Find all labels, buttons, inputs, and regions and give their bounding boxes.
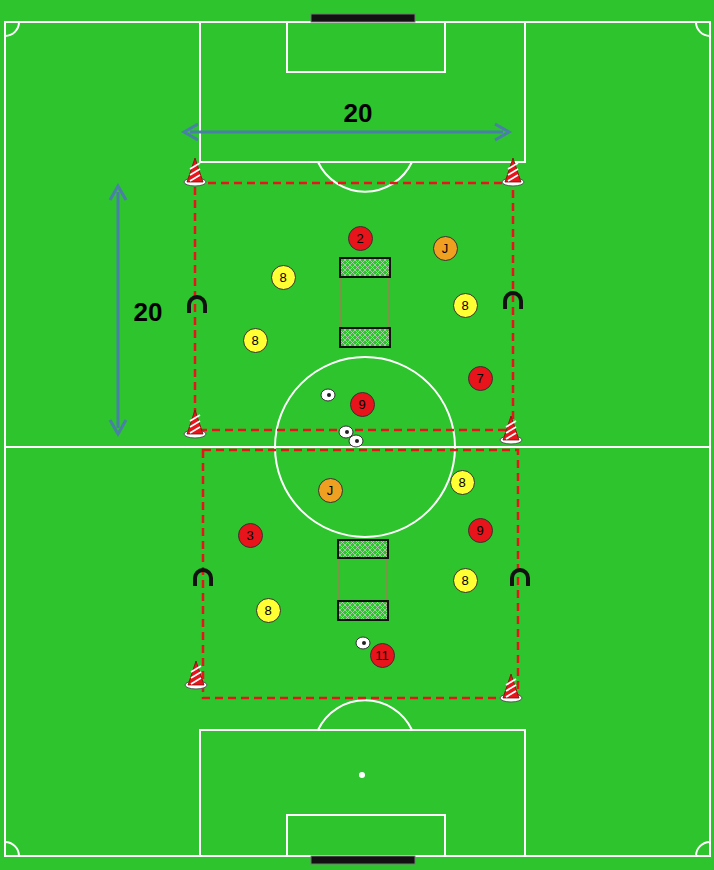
- player-number: 9: [476, 524, 483, 537]
- player-number: 8: [251, 334, 258, 347]
- markers: [189, 293, 528, 586]
- player-number: 3: [246, 529, 253, 542]
- player-circle: 3: [238, 523, 263, 548]
- player-number: J: [327, 484, 334, 497]
- mini-goal-posts: [339, 268, 389, 610]
- player-number: 7: [476, 372, 483, 385]
- player-number: 8: [264, 604, 271, 617]
- marker-arch: [195, 570, 211, 586]
- balls: [321, 389, 370, 649]
- ball: [339, 426, 353, 438]
- player-number: 8: [458, 476, 465, 489]
- cone: [500, 674, 522, 702]
- ball: [356, 637, 370, 649]
- goal: [311, 14, 415, 22]
- penalty-spot: [359, 772, 365, 778]
- player-circle: 8: [450, 470, 475, 495]
- player-number: 9: [358, 398, 365, 411]
- cone: [184, 158, 206, 186]
- player-circle: 8: [271, 265, 296, 290]
- player-number: 2: [356, 232, 363, 245]
- player-number: 11: [375, 649, 389, 662]
- marker-arch: [512, 570, 528, 586]
- player-circle: 8: [243, 328, 268, 353]
- player-circle: 8: [453, 293, 478, 318]
- cone: [500, 416, 522, 444]
- ball: [321, 389, 335, 401]
- player-circle: 9: [350, 392, 375, 417]
- cones: [184, 158, 524, 702]
- cone: [502, 158, 524, 186]
- ball: [349, 435, 363, 447]
- player-circle: J: [318, 478, 343, 503]
- marker-arch: [189, 297, 205, 313]
- player-number: 8: [461, 574, 468, 587]
- pitch-lines: [5, 22, 710, 856]
- cone: [184, 410, 206, 438]
- player-circle: 11: [370, 643, 395, 668]
- mini-goal: [338, 258, 390, 620]
- grid-area: [195, 183, 518, 698]
- player-circle: 8: [453, 568, 478, 593]
- dimension-label: 20: [134, 299, 163, 325]
- player-number: 8: [279, 271, 286, 284]
- player-circle: 7: [468, 366, 493, 391]
- cone: [185, 661, 207, 689]
- goal: [311, 856, 415, 864]
- marker-arch: [505, 293, 521, 309]
- player-circle: 8: [256, 598, 281, 623]
- player-circle: 2: [348, 226, 373, 251]
- player-circle: 9: [468, 518, 493, 543]
- player-circle: J: [433, 236, 458, 261]
- dimension-label: 20: [344, 100, 373, 126]
- player-number: J: [442, 242, 449, 255]
- dimension-arrow: [110, 124, 509, 434]
- player-number: 8: [461, 299, 468, 312]
